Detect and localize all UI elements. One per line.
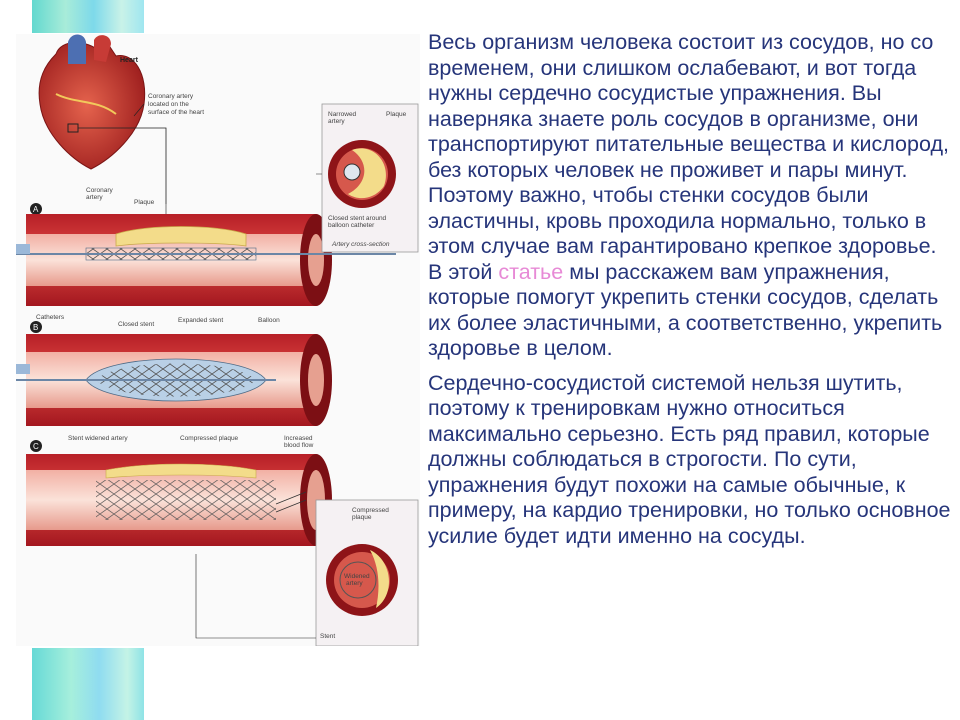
step-a-marker: A	[33, 205, 39, 214]
cross-section-bottom	[315, 499, 419, 647]
stent-widened-label: Stent widened artery	[68, 435, 128, 442]
vessel-step-b: B	[16, 321, 332, 426]
catheters-label: Catheters	[36, 314, 65, 321]
vessel-step-c: C	[26, 440, 332, 546]
step-c-marker: C	[33, 442, 39, 451]
decorative-gradient-bottom	[32, 648, 144, 720]
article-link[interactable]: статье	[498, 259, 564, 284]
stent-label: Stent	[320, 633, 335, 640]
compressed-plaque-label: Compressed plaque	[180, 435, 239, 442]
cross-section-label: Artery cross-section	[331, 241, 390, 248]
paragraph-1-text-end: мы расскажем вам упражнения, которые пом…	[428, 259, 943, 361]
plaque-label-section: Plaque	[386, 111, 407, 118]
closed-stent-label: Closed stent	[118, 321, 154, 328]
heart-drawing	[38, 34, 146, 170]
step-b-marker: B	[33, 323, 38, 332]
vessel-step-a: A	[16, 203, 396, 306]
expanded-stent-label: Expanded stent	[178, 317, 223, 324]
cross-section-top	[321, 103, 419, 253]
paragraph-1: Весь организм человека состоит из сосудо…	[428, 30, 956, 362]
plaque-label-a: Plaque	[134, 199, 155, 206]
paragraph-1-text-start: Весь организм человека состоит из сосудо…	[428, 30, 949, 284]
paragraph-2: Сердечно-сосудистой системой нельзя шути…	[428, 370, 951, 548]
heart-label: Heart	[120, 57, 139, 64]
decorative-gradient-top	[32, 0, 144, 33]
balloon-label: Balloon	[258, 317, 280, 324]
article-text: Весь организм человека состоит из сосудо…	[428, 30, 956, 558]
